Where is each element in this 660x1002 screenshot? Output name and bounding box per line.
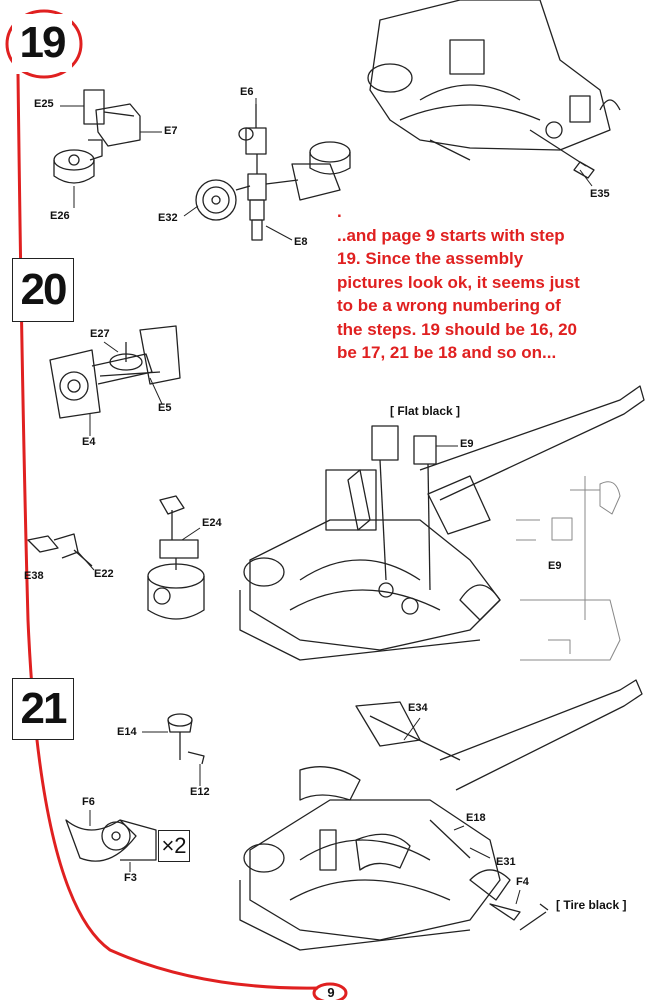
- label-e14: E14: [117, 726, 137, 738]
- label-e12: E12: [190, 786, 210, 798]
- step-number-19: 19: [12, 14, 72, 72]
- part-e4-e5-e27-drawing: [49, 325, 181, 419]
- gun-mount-step20-drawing: [239, 385, 645, 661]
- label-e27: E27: [90, 328, 110, 340]
- page-number: 9: [327, 985, 335, 1000]
- part-e25-e7-drawing: [83, 89, 141, 147]
- annotation-line: .: [337, 202, 342, 221]
- part-e6-e8-e32-drawing: [195, 104, 351, 241]
- label-e4: E4: [82, 436, 96, 448]
- label-f4: F4: [516, 876, 529, 888]
- paint-note-tire-black: [ Tire black ]: [556, 898, 627, 912]
- label-e34: E34: [408, 702, 428, 714]
- label-e6: E6: [240, 86, 254, 98]
- annotation-line: be 17, 21 be 18 and so on...: [337, 343, 557, 362]
- step-number-21: 21: [12, 678, 74, 740]
- label-e31: E31: [496, 856, 516, 868]
- annotation-line: pictures look ok, it seems just: [337, 272, 580, 292]
- paint-note-flat-black: [ Flat black ]: [390, 404, 461, 418]
- inset-e9-drawing: [516, 476, 621, 661]
- label-e35: E35: [590, 188, 610, 200]
- label-f3: F3: [124, 872, 137, 884]
- part-e14-e12-drawing: [167, 713, 205, 765]
- gun-mount-step19-drawing: [367, 0, 621, 179]
- label-e7: E7: [164, 125, 178, 137]
- label-e9: E9: [460, 438, 474, 450]
- part-e22-e38-drawing: [27, 533, 93, 567]
- quantity-multiplier: ×2: [158, 830, 190, 862]
- annotation-line: 19. Since the assembly: [337, 249, 524, 268]
- label-e24: E24: [202, 517, 222, 529]
- label-e18: E18: [466, 812, 486, 824]
- red-annotation-text: . ..and page 9 starts with step 19. Sinc…: [337, 200, 637, 365]
- label-e9-inset: E9: [548, 560, 562, 572]
- label-e32: E32: [158, 212, 178, 224]
- label-e25: E25: [34, 98, 54, 110]
- label-e8: E8: [294, 236, 308, 248]
- label-e26: E26: [50, 210, 70, 222]
- label-e22: E22: [94, 568, 114, 580]
- gun-mount-step21-drawing: [239, 679, 643, 951]
- label-f6: F6: [82, 796, 95, 808]
- annotation-line: the steps. 19 should be 16, 20: [337, 319, 577, 339]
- step-number-20: 20: [12, 258, 74, 322]
- annotation-line: to be a wrong numbering of: [337, 296, 561, 315]
- part-f6-f3-drawing: [65, 819, 157, 862]
- part-e24-drawing: [147, 495, 205, 620]
- label-e5: E5: [158, 402, 172, 414]
- part-e26-drawing: [53, 139, 103, 184]
- label-e38: E38: [24, 570, 44, 582]
- annotation-line: ..and page 9 starts with step: [337, 225, 565, 245]
